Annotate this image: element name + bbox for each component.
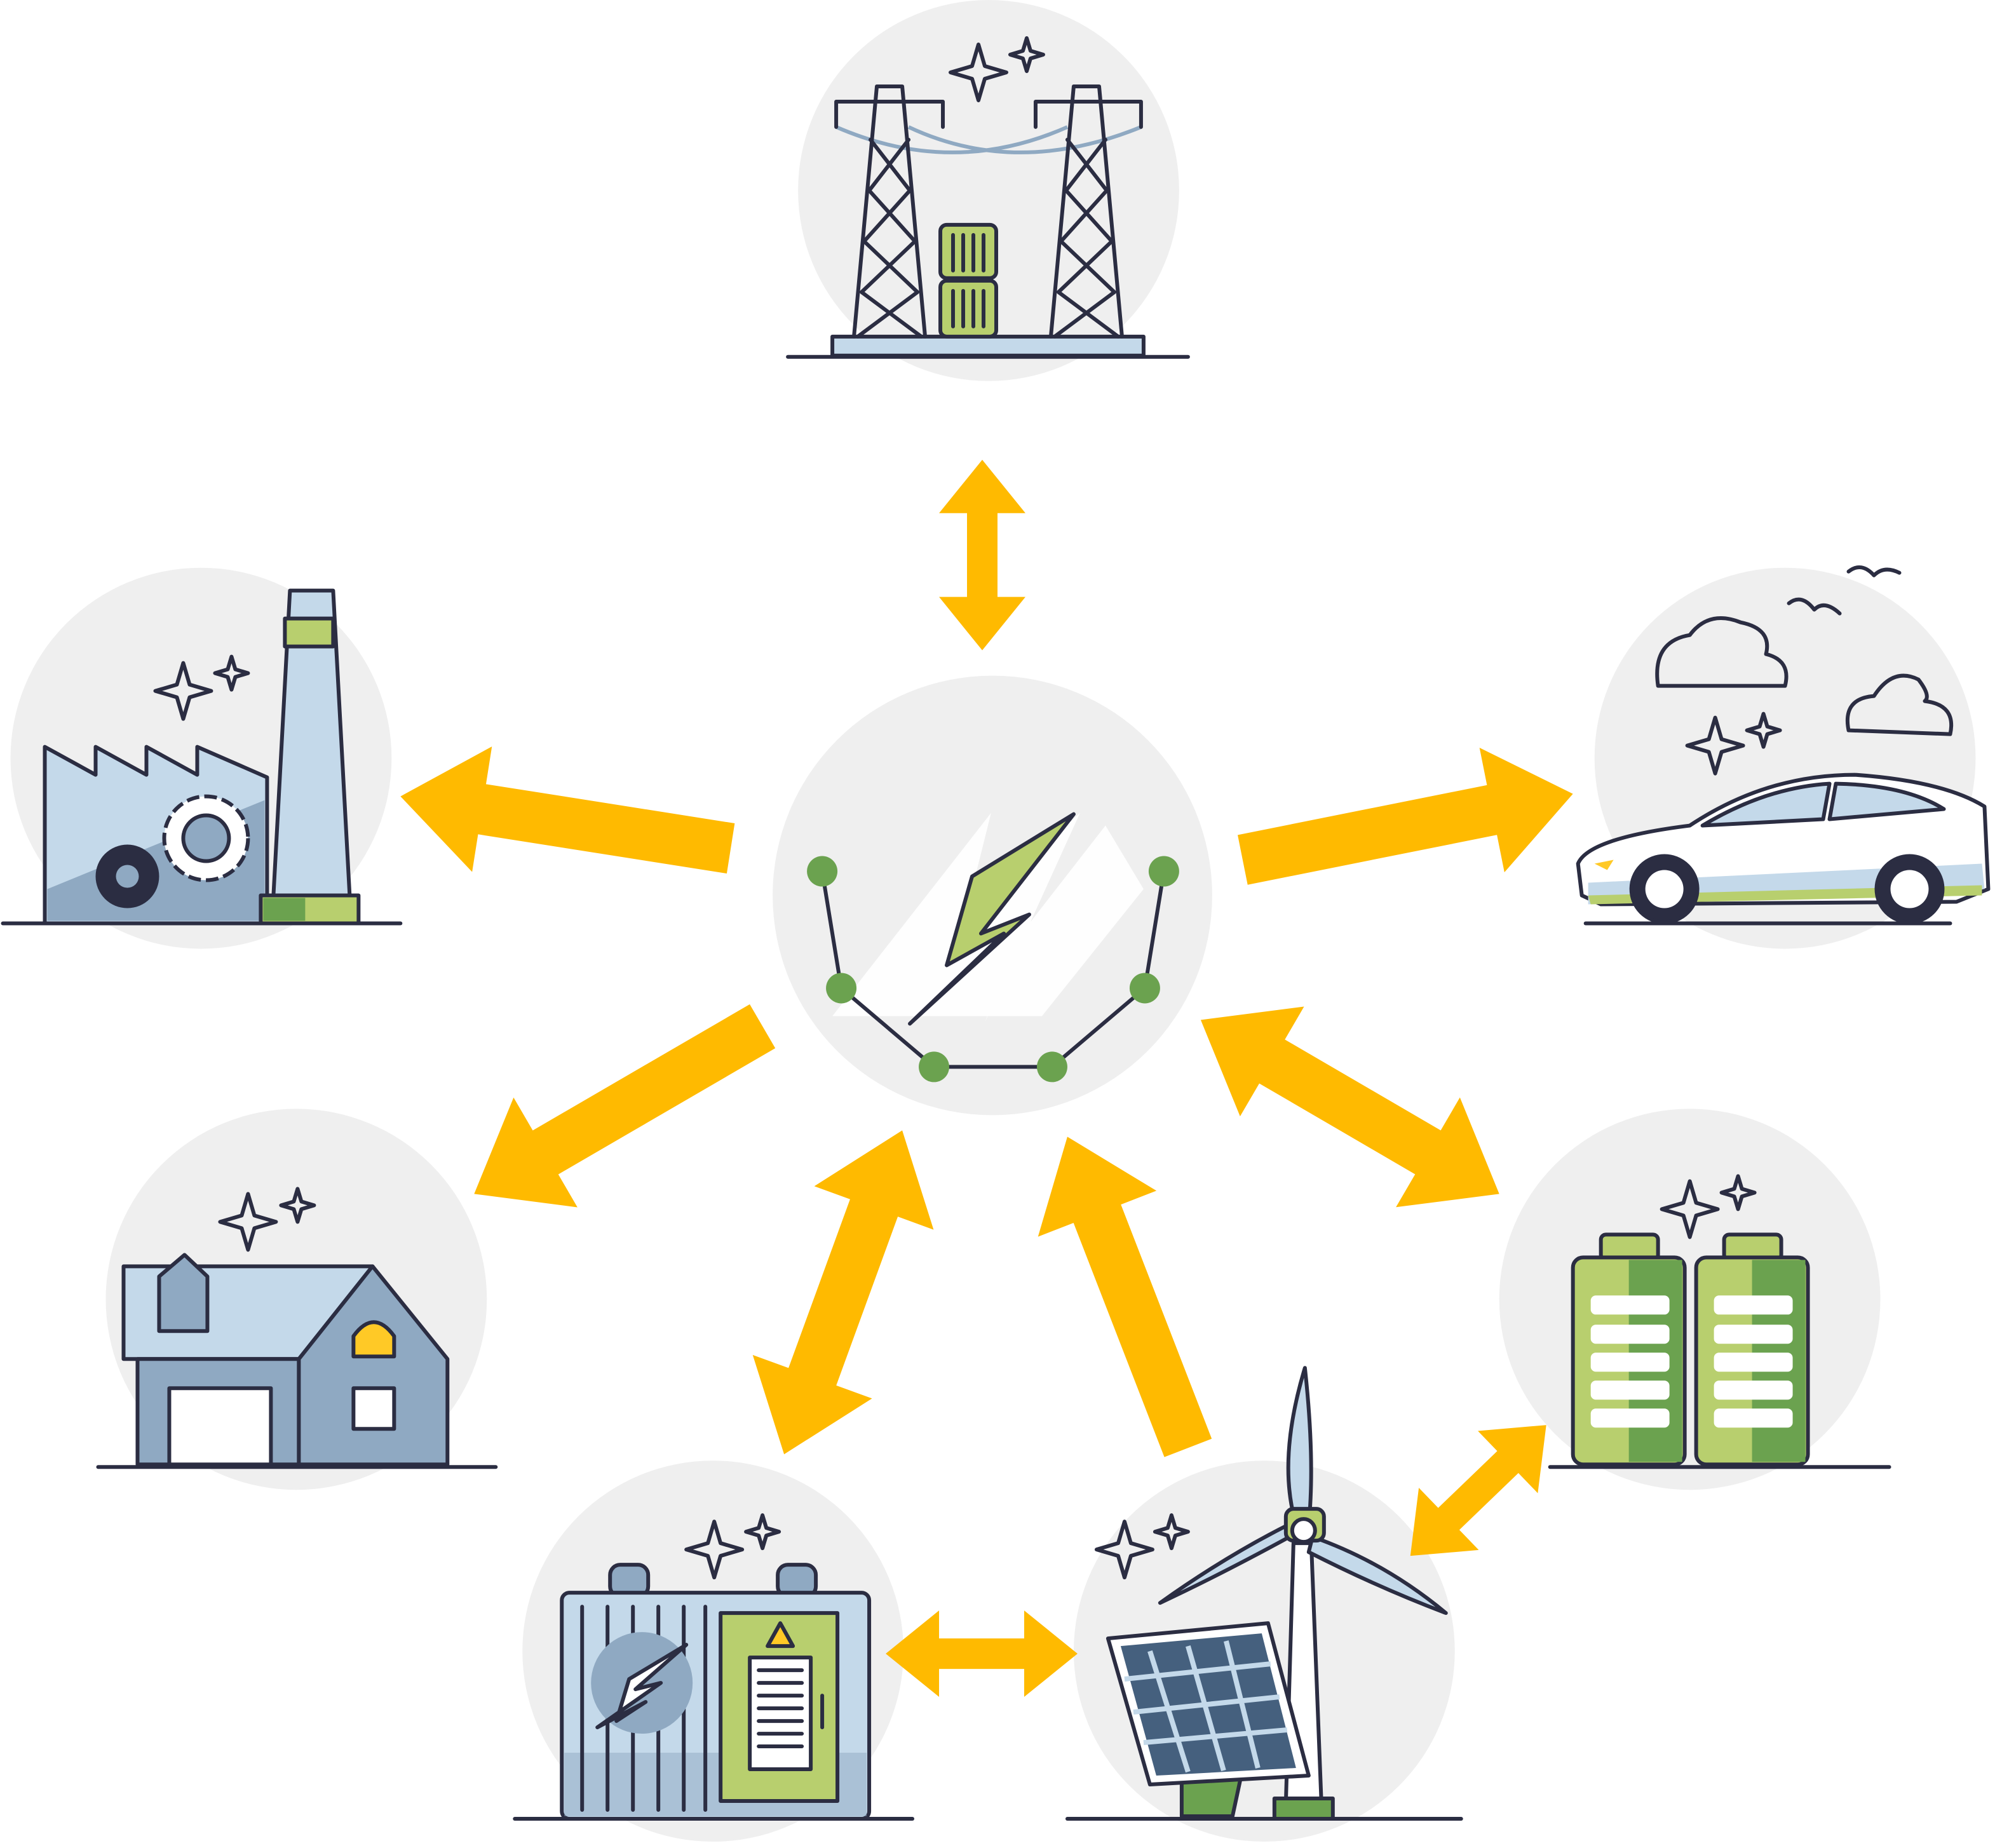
- factory-icon: [1, 588, 403, 926]
- house-icon: [96, 1187, 498, 1469]
- storage-circle: [1499, 1109, 1881, 1490]
- arrow-renewables-to-hub: [1038, 1136, 1212, 1457]
- electric-car-icon: [1576, 565, 1991, 926]
- wind-solar-icon: [1065, 1366, 1463, 1821]
- arrow-hub-to-substation: [752, 1130, 934, 1455]
- batteries-icon: [1548, 1174, 1891, 1469]
- arrow-hub-to-residential: [474, 1004, 776, 1208]
- arrow-renewables-to-storage: [1410, 1425, 1546, 1556]
- arrow-hub-to-industry: [400, 746, 735, 874]
- transformer-icon: [513, 1513, 915, 1821]
- arrow-hub-to-mobility: [1238, 748, 1573, 885]
- smart-grid-lightning-icon: [807, 812, 1179, 1082]
- arrow-substation-to-renewables: [886, 1610, 1078, 1697]
- transmission-circle: [798, 0, 1179, 381]
- arrow-hub-to-storage: [1200, 1006, 1499, 1208]
- arrow-hub-to-transmission: [939, 459, 1025, 651]
- power-towers-icon: [786, 36, 1190, 359]
- flow-arrows: [400, 459, 1573, 1697]
